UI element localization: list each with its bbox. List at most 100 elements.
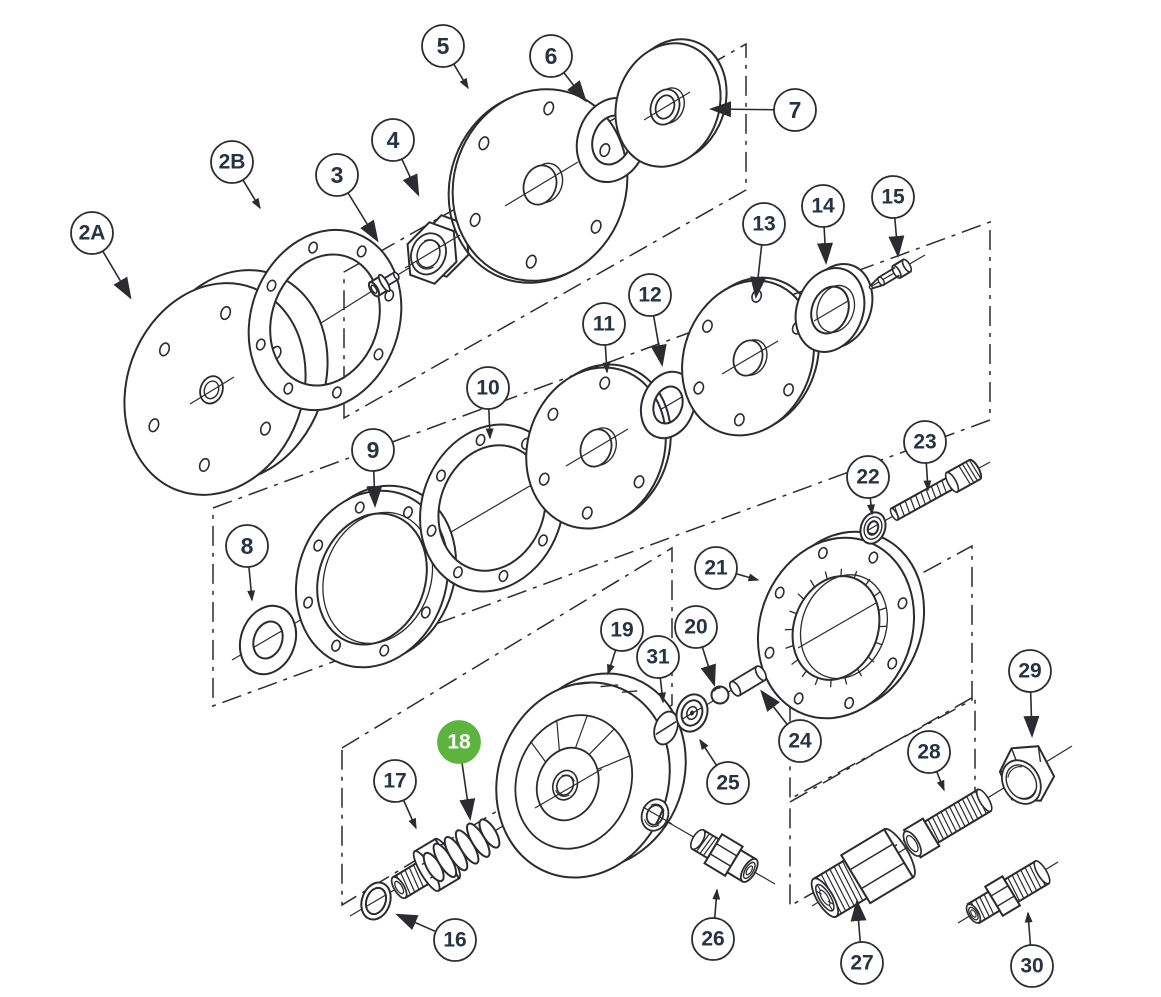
callout-balloon[interactable] bbox=[840, 941, 884, 985]
callout-balloon[interactable] bbox=[801, 184, 845, 228]
callout-number: 8 bbox=[241, 533, 254, 559]
callout-2B[interactable]: 2B bbox=[210, 140, 261, 210]
callout-number: 12 bbox=[638, 284, 661, 307]
callout-25[interactable]: 25 bbox=[699, 738, 750, 805]
callout-number: 3 bbox=[331, 162, 344, 188]
callout-22[interactable]: 22 bbox=[846, 455, 890, 516]
callout-19[interactable]: 19 bbox=[600, 608, 644, 676]
callout-balloon[interactable] bbox=[773, 88, 817, 132]
callout-29[interactable]: 29 bbox=[1008, 649, 1052, 738]
callout-number: 14 bbox=[811, 195, 835, 218]
callout-balloon[interactable] bbox=[706, 761, 750, 805]
callout-balloon[interactable] bbox=[903, 420, 947, 464]
callout-number: 11 bbox=[593, 313, 616, 336]
callout-number: 19 bbox=[610, 619, 633, 642]
callout-leader-line bbox=[242, 179, 261, 210]
callout-11[interactable]: 11 bbox=[582, 302, 626, 374]
callout-number: 7 bbox=[789, 97, 802, 123]
callout-10[interactable]: 10 bbox=[466, 366, 510, 440]
callout-balloon[interactable] bbox=[778, 719, 822, 763]
callout-balloon[interactable] bbox=[315, 153, 359, 197]
part-31-seal bbox=[653, 710, 679, 746]
callout-balloon[interactable] bbox=[373, 759, 417, 803]
callout-12[interactable]: 12 bbox=[628, 273, 672, 367]
callout-8[interactable]: 8 bbox=[225, 524, 269, 602]
callout-balloon[interactable] bbox=[582, 302, 626, 346]
callout-14[interactable]: 14 bbox=[801, 184, 845, 265]
callout-balloon[interactable] bbox=[210, 140, 254, 184]
part-14-washer bbox=[794, 263, 874, 353]
callout-balloon[interactable] bbox=[674, 605, 718, 649]
callout-balloon[interactable] bbox=[70, 211, 114, 255]
panel-bottom bbox=[341, 546, 673, 907]
callout-number: 13 bbox=[752, 213, 775, 236]
callout-leader-line bbox=[867, 497, 875, 516]
callout-leader-line bbox=[459, 762, 476, 821]
callout-balloon[interactable] bbox=[907, 730, 951, 774]
callout-balloon[interactable] bbox=[351, 428, 395, 472]
callout-6[interactable]: 6 bbox=[529, 34, 587, 103]
callout-balloon[interactable] bbox=[466, 366, 510, 410]
callout-number: 2B bbox=[219, 151, 246, 174]
callout-leader-line bbox=[247, 566, 256, 602]
callout-leader-line bbox=[850, 899, 867, 943]
callout-balloon[interactable] bbox=[1008, 649, 1052, 693]
part-22-washer bbox=[859, 511, 887, 545]
callout-28[interactable]: 28 bbox=[907, 730, 951, 792]
callout-9[interactable]: 9 bbox=[351, 428, 395, 508]
callout-31[interactable]: 31 bbox=[636, 635, 680, 704]
callout-4[interactable]: 4 bbox=[371, 118, 420, 197]
callout-number: 26 bbox=[701, 928, 724, 951]
callout-15[interactable]: 15 bbox=[871, 175, 915, 258]
callout-20[interactable]: 20 bbox=[674, 605, 718, 687]
callout-balloon[interactable] bbox=[371, 118, 415, 162]
callout-26[interactable]: 26 bbox=[691, 888, 735, 961]
callout-leader-line bbox=[366, 470, 383, 508]
callout-balloon[interactable] bbox=[871, 175, 915, 219]
callout-5[interactable]: 5 bbox=[421, 24, 469, 90]
callout-number: 28 bbox=[917, 741, 941, 764]
callout-2A[interactable]: 2A bbox=[70, 211, 132, 300]
callout-number: 2A bbox=[79, 222, 106, 245]
callout-balloon[interactable] bbox=[1010, 944, 1054, 988]
callout-23[interactable]: 23 bbox=[903, 420, 947, 492]
part-30-adapter bbox=[965, 859, 1051, 925]
callout-21[interactable]: 21 bbox=[694, 546, 760, 590]
callout-leader-line bbox=[563, 72, 587, 103]
callout-balloon[interactable] bbox=[600, 608, 644, 652]
part-16-o-ring bbox=[360, 881, 392, 921]
callout-balloon[interactable] bbox=[437, 720, 481, 764]
callout-balloon[interactable] bbox=[636, 635, 680, 679]
callout-7[interactable]: 7 bbox=[709, 88, 817, 132]
callout-balloon[interactable] bbox=[742, 202, 786, 246]
callout-24[interactable]: 24 bbox=[760, 689, 822, 763]
callout-13[interactable]: 13 bbox=[742, 202, 786, 299]
callout-leader-line bbox=[699, 738, 718, 766]
callout-leader-line bbox=[607, 649, 617, 676]
callout-30[interactable]: 30 bbox=[1010, 911, 1054, 988]
callout-leader-line bbox=[102, 250, 132, 300]
callout-leader-line bbox=[923, 462, 932, 492]
part-8-washer bbox=[238, 604, 298, 676]
callout-balloon[interactable] bbox=[225, 524, 269, 568]
callout-leader-line bbox=[735, 572, 760, 582]
callout-17[interactable]: 17 bbox=[373, 759, 417, 830]
callout-balloon[interactable] bbox=[846, 455, 890, 499]
callout-balloon[interactable] bbox=[529, 34, 573, 78]
callout-number: 29 bbox=[1018, 660, 1041, 683]
callout-number: 4 bbox=[387, 127, 400, 153]
callout-leader-line bbox=[700, 646, 716, 687]
callout-balloon[interactable] bbox=[628, 273, 672, 317]
callout-18[interactable]: 18 bbox=[437, 720, 481, 821]
callout-balloon[interactable] bbox=[421, 24, 465, 68]
callout-27[interactable]: 27 bbox=[840, 899, 884, 985]
callout-leader-line bbox=[712, 888, 721, 919]
callout-balloon[interactable] bbox=[691, 917, 735, 961]
panel-top bbox=[343, 42, 747, 420]
callout-balloon[interactable] bbox=[694, 546, 738, 590]
callout-balloon[interactable] bbox=[433, 918, 477, 962]
callout-16[interactable]: 16 bbox=[395, 913, 477, 962]
callout-3[interactable]: 3 bbox=[315, 153, 379, 243]
part-9-flange-ring bbox=[294, 484, 458, 669]
